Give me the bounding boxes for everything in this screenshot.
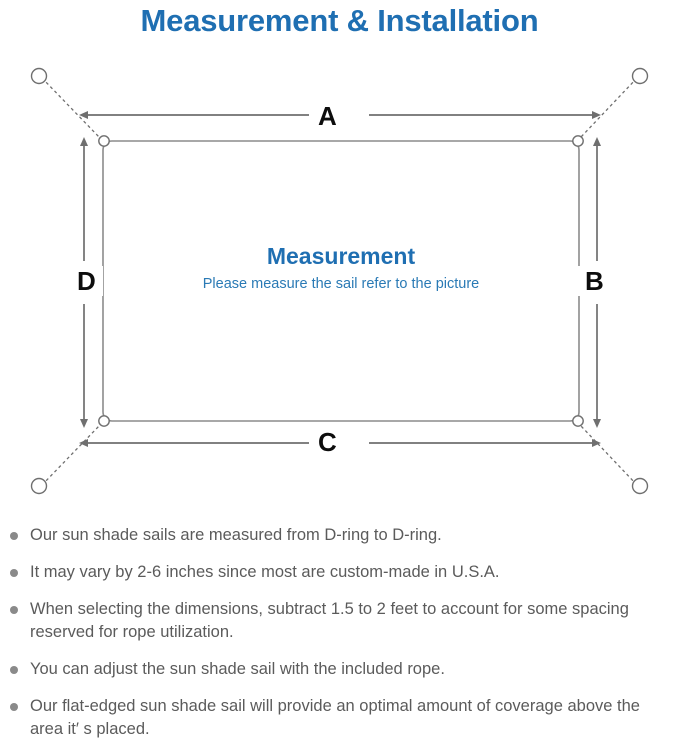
d-ring-top-right — [572, 135, 584, 147]
anchor-point-bottom-right — [631, 477, 649, 495]
list-item-text: When selecting the dimensions, subtract … — [30, 600, 629, 641]
list-item-text: It may vary by 2-6 inches since most are… — [30, 563, 500, 581]
sail-body — [102, 140, 580, 422]
anchor-point-top-left — [30, 67, 48, 85]
list-item-text: You can adjust the sun shade sail with t… — [30, 660, 445, 678]
notes-list: Our sun shade sails are measured from D-… — [0, 524, 679, 741]
list-item: It may vary by 2-6 inches since most are… — [0, 561, 679, 584]
rope-lines — [41, 77, 638, 486]
list-item: Our sun shade sails are measured from D-… — [0, 524, 679, 547]
d-ring-bottom-left — [98, 415, 110, 427]
list-item-text: Our flat-edged sun shade sail will provi… — [30, 697, 640, 738]
bullet-icon — [10, 606, 18, 614]
rope-line-bottom-right — [580, 425, 638, 486]
bullet-icon — [10, 532, 18, 540]
dimension-label-c: C — [311, 427, 344, 457]
list-item: When selecting the dimensions, subtract … — [0, 598, 679, 644]
bullet-icon — [10, 569, 18, 577]
anchor-point-top-right — [631, 67, 649, 85]
anchor-points — [30, 67, 649, 495]
d-ring-bottom-right — [572, 415, 584, 427]
sail-measurement-diagram: A B C D Measurement Please measure the s… — [0, 46, 679, 516]
dimension-label-a: A — [311, 101, 344, 131]
list-item: Our flat-edged sun shade sail will provi… — [0, 695, 679, 741]
bullet-icon — [10, 666, 18, 674]
rope-line-bottom-left — [41, 425, 100, 486]
d-ring-top-left — [98, 135, 110, 147]
bullet-icon — [10, 703, 18, 711]
rope-line-top-left — [41, 77, 100, 138]
dimension-label-b: B — [578, 266, 611, 296]
d-rings — [98, 135, 584, 427]
list-item: You can adjust the sun shade sail with t… — [0, 658, 679, 681]
dimension-label-d: D — [70, 266, 103, 296]
page-title: Measurement & Installation — [140, 3, 539, 38]
rope-line-top-right — [580, 77, 638, 138]
anchor-point-bottom-left — [30, 477, 48, 495]
list-item-text: Our sun shade sails are measured from D-… — [30, 526, 442, 544]
